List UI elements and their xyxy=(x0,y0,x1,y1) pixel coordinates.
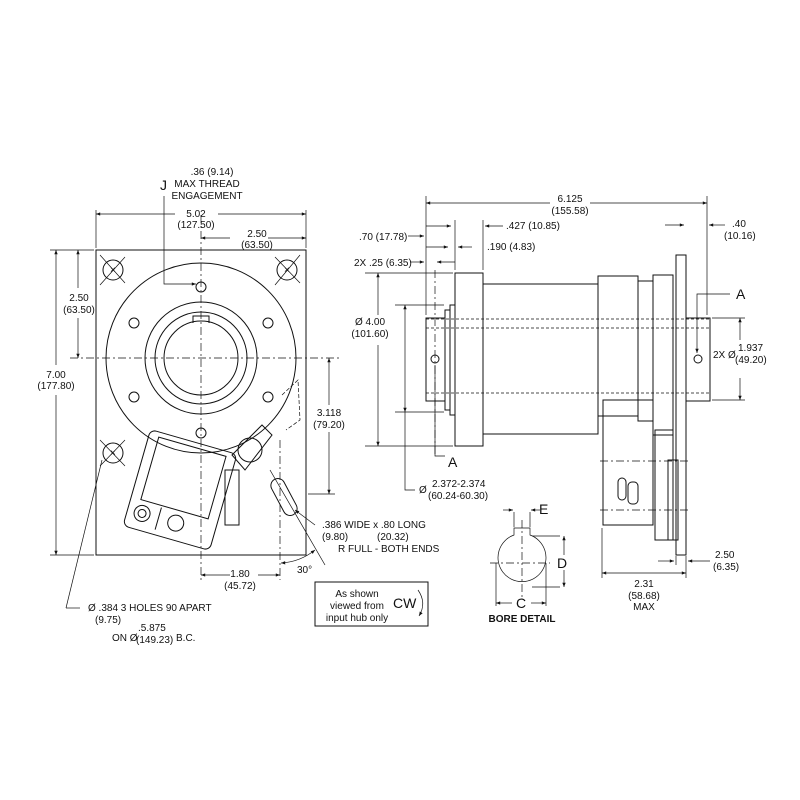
thread-note-1: .36 (9.14) xyxy=(191,167,234,178)
depth-dim-mm: (58.68) xyxy=(628,591,660,602)
flange-circle xyxy=(105,262,297,454)
dia-1937-prefix: 2X Ø xyxy=(713,350,736,361)
hub-inner-circle xyxy=(154,311,248,405)
dia-1937: 1.937 xyxy=(738,343,763,354)
width-dim-mm: (127.50) xyxy=(177,220,214,231)
output-hub xyxy=(685,317,711,402)
holes-note-3: ON Ø xyxy=(112,633,138,644)
keyway xyxy=(192,315,210,323)
mounting-slot xyxy=(270,478,298,516)
hub-circle xyxy=(144,301,258,415)
slot-note-2: (9.80) xyxy=(322,532,348,543)
label-a-input: A xyxy=(448,454,458,470)
tapped-holes xyxy=(128,281,274,439)
dim-0427: .427 (10.85) xyxy=(506,221,560,232)
rotation-line-3: input hub only xyxy=(326,613,388,624)
holes-note-5: (149.23) xyxy=(136,635,173,646)
dia-400: Ø 4.00 xyxy=(355,317,385,328)
corner-holes: × × × xyxy=(99,254,301,467)
brake-solenoid xyxy=(123,430,237,550)
half-width-dim-mm: (63.50) xyxy=(241,240,273,251)
input-flange xyxy=(454,272,484,447)
bore-detail: E D C BORE DETAIL xyxy=(488,501,567,625)
front-view: × × × 5.02 (127.50) 2.50 (63.50) .36 xyxy=(37,167,439,646)
cw-arrow-icon xyxy=(417,589,424,617)
half-height-dim-mm: (63.50) xyxy=(63,305,95,316)
dim-070: .70 (17.78) xyxy=(359,232,407,243)
pilot-dia-symbol: Ø xyxy=(419,485,427,496)
output-plate xyxy=(675,254,687,556)
height-dim: 7.00 xyxy=(46,370,66,381)
housing xyxy=(482,283,599,435)
plate-dim: 2.50 xyxy=(715,550,735,561)
width-dim: 5.02 xyxy=(186,209,206,220)
overall-length-dim: 6.125 xyxy=(557,194,582,205)
pilot-dia-mm: (60.24-60.30) xyxy=(428,491,488,502)
pilot-dia: 2.372-2.374 xyxy=(432,479,486,490)
plate-dim-mm: (6.35) xyxy=(713,562,739,573)
depth-dim: 2.31 xyxy=(634,579,654,590)
rotation-line-2: viewed from xyxy=(330,601,384,612)
thread-note-2: MAX THREAD xyxy=(174,179,239,190)
slot-note-1: .386 WIDE x .80 LONG xyxy=(322,520,426,531)
rotation-line-1: As shown xyxy=(335,589,378,600)
height-dim-mm: (177.80) xyxy=(37,381,74,392)
rotation-direction: CW xyxy=(393,595,417,611)
label-c: C xyxy=(516,595,526,611)
input-hub xyxy=(425,317,446,402)
dia-400-mm: (101.60) xyxy=(351,329,388,340)
offset-dim-mm: (79.20) xyxy=(313,420,345,431)
half-height-dim: 2.50 xyxy=(69,293,89,304)
dim-025: 2X .25 (6.35) xyxy=(354,258,412,269)
dim-040-mm: (10.16) xyxy=(724,231,756,242)
slot-offset-dim-mm: (45.72) xyxy=(224,581,256,592)
slot-offset-dim: 1.80 xyxy=(230,569,250,580)
holes-note-6: B.C. xyxy=(176,633,195,644)
half-width-dim: 2.50 xyxy=(247,229,267,240)
label-j: J xyxy=(160,177,167,193)
slot-note-3: (20.32) xyxy=(377,532,409,543)
bore-circle xyxy=(163,320,239,396)
label-a-output: A xyxy=(736,286,746,302)
angle-dim: 30° xyxy=(297,565,312,576)
thread-note-3: ENGAGEMENT xyxy=(171,191,242,202)
dim-040: .40 xyxy=(732,219,746,230)
brake-lever xyxy=(224,379,301,526)
label-e: E xyxy=(539,501,548,517)
bore-detail-title: BORE DETAIL xyxy=(488,614,555,625)
depth-dim-max: MAX xyxy=(633,602,655,613)
holes-note-4: .5.875 xyxy=(138,623,166,634)
side-view: 6.125 (155.58) .427 (10.85) .70 (17.78) … xyxy=(351,194,766,613)
rotation-note-box: As shown viewed from input hub only CW xyxy=(314,581,429,627)
overall-length-dim-mm: (155.58) xyxy=(551,206,588,217)
slot-note-4: R FULL - BOTH ENDS xyxy=(338,544,440,555)
label-d: D xyxy=(557,555,567,571)
dia-1937-mm: (49.20) xyxy=(735,355,767,366)
holes-note-2: (9.75) xyxy=(95,615,121,626)
offset-dim: 3.118 xyxy=(317,408,342,419)
holes-note-1: Ø .384 3 HOLES 90 APART xyxy=(88,603,212,614)
brake-housing xyxy=(602,399,654,526)
dim-0190: .190 (4.83) xyxy=(487,242,535,253)
